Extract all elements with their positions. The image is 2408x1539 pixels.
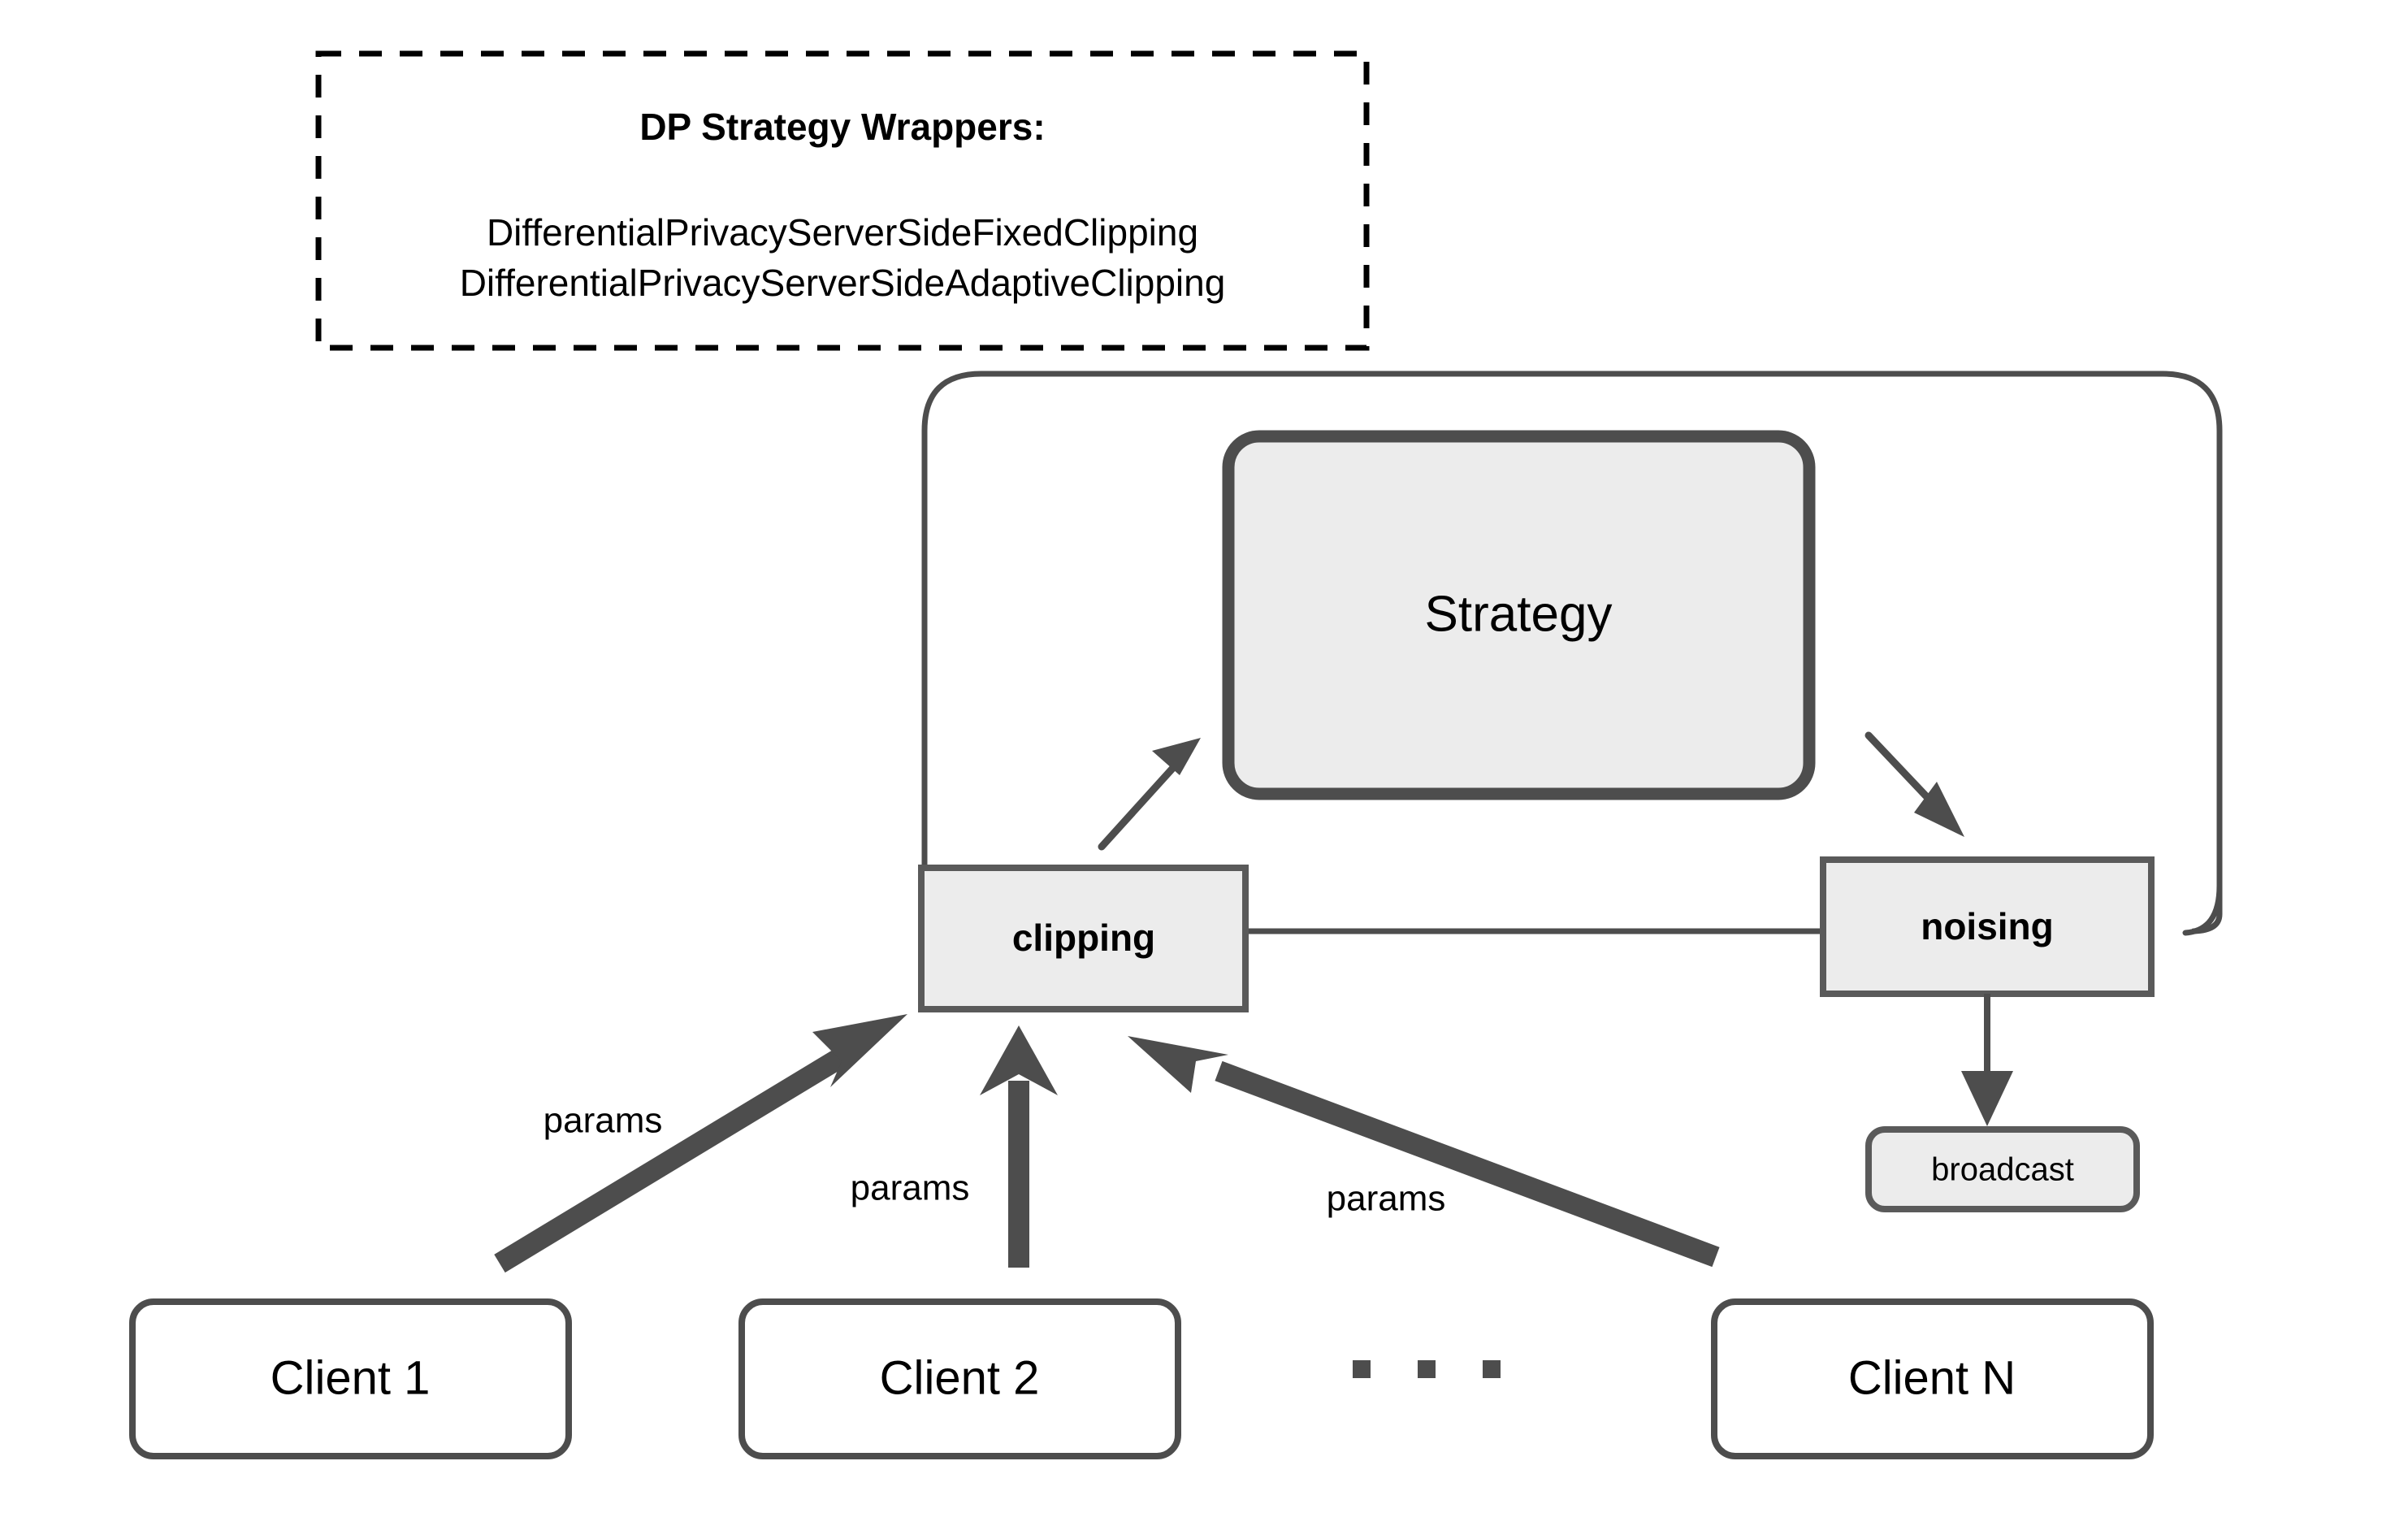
server-container-outline	[921, 371, 2223, 934]
broadcast-box[interactable]	[1865, 1126, 2140, 1212]
strategy-box[interactable]	[1222, 430, 1816, 800]
edge-label-params-client1: params	[544, 1101, 663, 1141]
client-node-1[interactable]: Client 1	[129, 1298, 572, 1459]
edge-clientN-to-clipping	[1128, 1036, 1720, 1268]
strategy-node[interactable]: Strategy	[1222, 430, 1816, 800]
server-container-right-foot	[2182, 882, 2223, 936]
edge-clientN-to-clipping-line	[1215, 1060, 1720, 1268]
client-1-box[interactable]	[129, 1298, 572, 1459]
wrappers-panel-border	[315, 50, 1370, 351]
ellipsis-dot-1	[1353, 1360, 1371, 1378]
edge-strategy-to-noising-arrowhead	[1914, 782, 1964, 837]
wrappers-panel-item-0: DifferentialPrivacyServerSideFixedClippi…	[487, 211, 1198, 254]
broadcast-label: broadcast	[1931, 1152, 2074, 1188]
client-node-2[interactable]: Client 2	[738, 1298, 1181, 1459]
client-ellipsis	[1353, 1360, 1501, 1378]
client-node-n[interactable]: Client N	[1711, 1298, 2154, 1459]
client-2-box[interactable]	[738, 1298, 1181, 1459]
wrappers-panel-title: DP Strategy Wrappers:	[639, 106, 1045, 148]
ellipsis-dot-2	[1418, 1360, 1436, 1378]
edge-label-params-client2: params	[851, 1168, 970, 1208]
edge-clientN-to-clipping-arrowhead	[1128, 1036, 1228, 1093]
edge-label-params-clientN: params	[1327, 1179, 1446, 1219]
dp-strategy-wrappers-panel: DP Strategy Wrappers: DifferentialPrivac…	[315, 50, 1370, 351]
edge-client2-to-clipping	[980, 1025, 1058, 1268]
ellipsis-dot-3	[1483, 1360, 1501, 1378]
edge-strategy-to-noising	[1864, 731, 1964, 837]
edge-client1-to-clipping-arrowhead	[812, 1014, 907, 1087]
broadcast-node[interactable]: broadcast	[1865, 1126, 2140, 1212]
edge-client1-to-clipping-line	[494, 1047, 848, 1273]
client-2-label: Client 2	[880, 1351, 1040, 1404]
noising-label: noising	[1921, 905, 2054, 947]
clipping-box[interactable]	[918, 865, 1249, 1012]
edge-clipping-to-strategy-arrowhead	[1152, 738, 1201, 775]
noising-node[interactable]: noising	[1820, 856, 2155, 997]
edge-clipping-to-strategy-line	[1098, 756, 1184, 851]
edge-client1-to-clipping	[494, 1014, 907, 1273]
client-1-label: Client 1	[271, 1351, 431, 1404]
strategy-label: Strategy	[1425, 586, 1613, 642]
clipping-label: clipping	[1012, 917, 1155, 959]
edge-noising-to-broadcast-arrowhead	[1961, 1071, 2013, 1126]
edge-client2-to-clipping-arrowhead	[980, 1025, 1058, 1095]
client-n-box[interactable]	[1711, 1298, 2154, 1459]
edge-clipping-to-strategy	[1098, 738, 1201, 851]
edge-noising-to-broadcast	[1961, 994, 2013, 1126]
wrappers-panel-item-1: DifferentialPrivacyServerSideAdaptiveCli…	[460, 262, 1226, 304]
client-n-label: Client N	[1848, 1351, 2016, 1404]
clipping-node[interactable]: clipping	[918, 865, 1249, 1012]
